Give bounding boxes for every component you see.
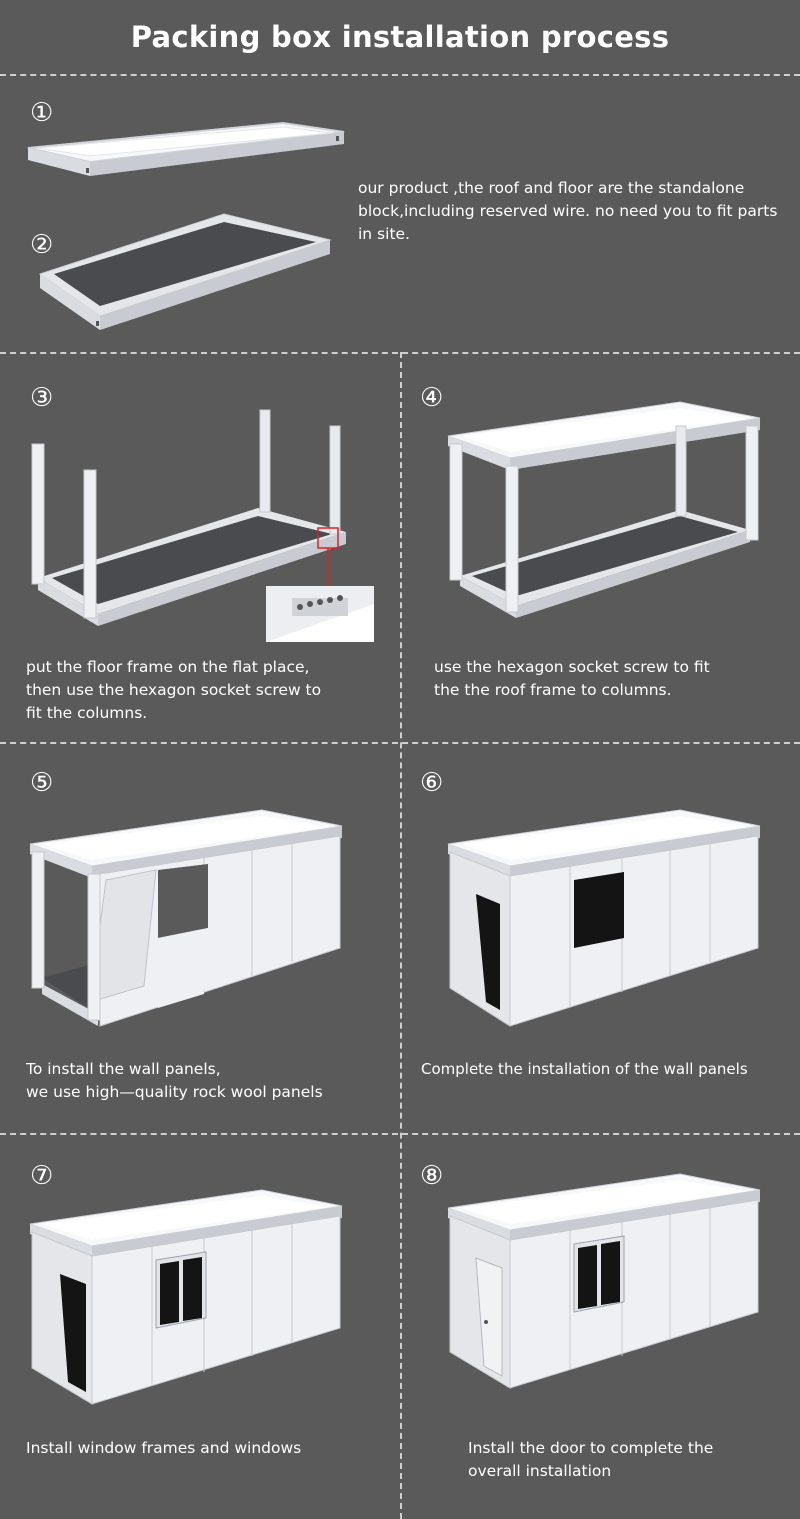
step-7-number: ⑦ — [30, 1161, 54, 1191]
step-7-description: Install window frames and windows — [26, 1439, 302, 1457]
step-5-number: ⑤ — [30, 768, 54, 798]
divider — [400, 352, 402, 1519]
step-4-number: ④ — [420, 383, 444, 413]
page-title: Packing box installation process — [130, 20, 670, 54]
step-5-description: To install the wall panels, we use high—… — [26, 1060, 323, 1101]
floor-frame-illustration — [38, 213, 332, 330]
columns-floor-illustration — [31, 409, 374, 642]
divider — [0, 74, 800, 76]
windows-installed-illustration — [29, 1189, 343, 1405]
roof-frame-illustration — [27, 121, 345, 176]
step-6-number: ⑥ — [420, 768, 444, 798]
wall-panels-complete-illustration — [447, 809, 761, 1027]
wall-panels-partial-illustration — [29, 809, 343, 1027]
step-2-description: our product ,the roof and floor are the … — [358, 179, 778, 243]
step-8-description: Install the door to complete the overall… — [468, 1439, 714, 1480]
overall-installation-illustration — [447, 1173, 761, 1389]
step-3-number: ③ — [30, 383, 54, 413]
step-6-description: Complete the installation of the wall pa… — [421, 1060, 748, 1078]
step-1-number: ① — [30, 98, 54, 128]
step-4-description: use the hexagon socket screw to fit the … — [434, 658, 710, 699]
step-2-number: ② — [30, 230, 54, 260]
full-frame-illustration — [447, 401, 761, 618]
step-8-number: ⑧ — [420, 1161, 444, 1191]
step-3-description: put the floor frame on the flat place, t… — [26, 658, 322, 722]
